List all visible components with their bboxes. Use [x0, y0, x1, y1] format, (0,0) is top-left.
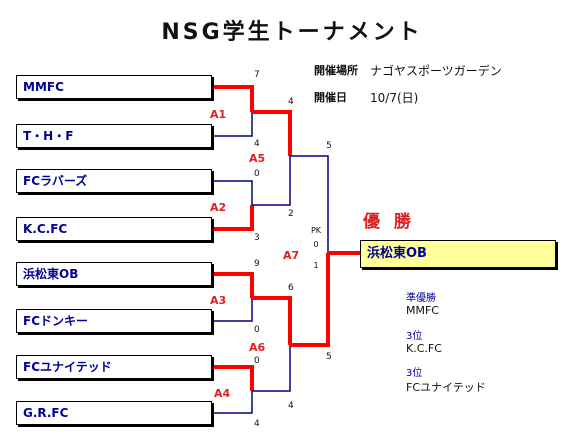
a7-score-bottom: 5: [326, 352, 332, 362]
match-label-a4: A4: [214, 387, 231, 400]
a2-winner-line: [212, 205, 254, 231]
match-label-a7: A7: [283, 249, 300, 262]
match-label-a6: A6: [249, 341, 266, 354]
team-fc-donkey: FCドンキー: [16, 309, 212, 333]
a2-loser-line: [212, 180, 253, 205]
a3-score-bottom: 0: [254, 325, 260, 335]
a5-score-bottom: 2: [288, 209, 294, 219]
a1-winner-line: [212, 85, 254, 112]
team-kc-fc: K.C.FC: [16, 217, 212, 241]
venue-label: 開催場所: [314, 64, 358, 77]
a7-score-top: 5: [326, 141, 332, 151]
team-fc-lovers: FCラバーズ: [16, 169, 212, 193]
a7-loser-line: [290, 155, 329, 253]
a3-score-top: 9: [254, 259, 260, 269]
team-hamamatsu-higashi-ob: 浜松東OB: [16, 262, 212, 286]
a4-loser-line: [212, 391, 253, 414]
date-value: 10/7(日): [370, 91, 419, 105]
a4-score-bottom: 4: [254, 419, 260, 429]
match-label-a5: A5: [249, 152, 266, 165]
page-title: NSG学生トーナメント: [161, 20, 423, 45]
date-label: 開催日: [314, 91, 347, 104]
a3-loser-line: [212, 298, 253, 322]
runner-up-team: MMFC: [406, 304, 439, 317]
a6-loser-line: [252, 345, 291, 392]
pk-score-bottom: 1: [313, 261, 319, 270]
match-label-a1: A1: [210, 108, 227, 121]
a1-score-bottom: 4: [254, 139, 260, 149]
pk-score-top: 0: [313, 240, 319, 249]
team-gr-fc: G.R.FC: [16, 401, 212, 425]
team-fc-united: FCユナイテッド: [16, 355, 212, 379]
a6-score-bottom: 4: [288, 401, 294, 411]
a1-score-top: 7: [254, 70, 260, 80]
a2-score-top: 0: [254, 169, 260, 179]
team-thf: T・H・F: [16, 124, 212, 148]
a7-winner-line: [290, 253, 330, 347]
champion-box: 浜松東OB: [360, 240, 556, 268]
pk-label: PK: [310, 226, 322, 235]
match-label-a3: A3: [210, 294, 227, 307]
a5-loser-line: [252, 156, 291, 206]
third-place-team-2: FCユナイテッド: [406, 381, 486, 394]
a1-loser-line: [212, 112, 253, 137]
venue-value: ナゴヤスポーツガーデン: [370, 64, 502, 78]
runner-up-label: 準優勝: [406, 293, 436, 304]
a2-score-bottom: 3: [254, 233, 260, 243]
a5-score-top: 4: [288, 97, 294, 107]
a3-winner-line: [212, 272, 254, 298]
third-place-label-2: 3位: [406, 368, 423, 379]
a5-winner-line: [252, 110, 292, 156]
a4-winner-line: [212, 365, 254, 391]
a6-winner-line: [252, 296, 292, 345]
champion-label: 優 勝: [363, 212, 415, 232]
a6-score-top: 6: [288, 283, 294, 293]
third-place-team-1: K.C.FC: [406, 342, 442, 355]
a4-score-top: 0: [254, 356, 260, 366]
third-place-label-1: 3位: [406, 331, 423, 342]
team-mmfc: MMFC: [16, 75, 212, 99]
match-label-a2: A2: [210, 201, 227, 214]
